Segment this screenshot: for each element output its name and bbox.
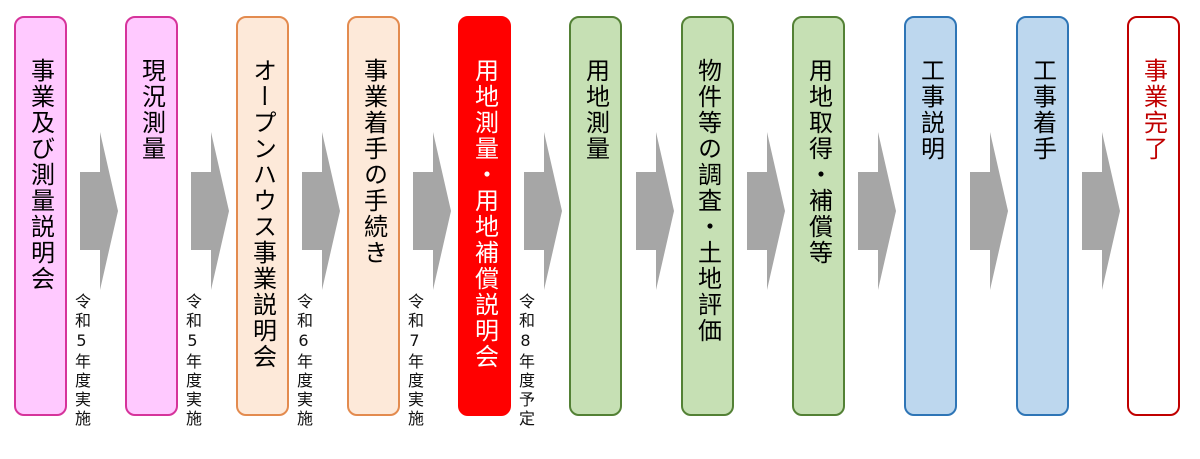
flow-arrow: [970, 132, 1008, 290]
stage-label: 用地測量・用地補償説明会: [470, 58, 499, 370]
stage-land-survey-briefing: 用地測量・用地補償説明会: [458, 16, 511, 416]
flow-arrow: [413, 132, 451, 290]
stage-label: 現況測量: [137, 58, 166, 162]
stage-label: 用地測量: [581, 58, 610, 162]
stage-label: 事業完了: [1139, 58, 1168, 162]
stage-briefing: 事業及び測量説明会: [14, 16, 67, 416]
stage-label: オープンハウス事業説明会: [248, 58, 277, 370]
flow-arrow: [191, 132, 229, 290]
stage-land-survey: 用地測量: [569, 16, 622, 416]
stage-construction-briefing: 工事説明: [904, 16, 957, 416]
stage-procedures: 事業着手の手続き: [347, 16, 400, 416]
year-note: 令和6年度実施: [294, 293, 313, 429]
stage-label: 事業及び測量説明会: [26, 58, 55, 292]
stage-completion: 事業完了: [1127, 16, 1180, 416]
stage-label: 用地取得・補償等: [804, 58, 833, 266]
year-note: 令和7年度実施: [405, 293, 424, 429]
stage-land-acquisition: 用地取得・補償等: [792, 16, 845, 416]
flow-arrow: [636, 132, 674, 290]
flow-arrow: [80, 132, 118, 290]
flow-arrow: [1082, 132, 1120, 290]
year-note: 令和5年度実施: [72, 293, 91, 429]
stage-label: 事業着手の手続き: [359, 58, 388, 266]
stage-construction-start: 工事着手: [1016, 16, 1069, 416]
flow-arrow: [302, 132, 340, 290]
stage-label: 工事着手: [1028, 58, 1057, 162]
flow-arrow: [747, 132, 785, 290]
stage-label: 物件等の調査・土地評価: [693, 58, 722, 344]
flow-arrow: [524, 132, 562, 290]
stage-current-survey: 現況測量: [125, 16, 178, 416]
year-note: 令和8年度予定: [516, 293, 535, 429]
flow-arrow: [858, 132, 896, 290]
stage-open-house: オープンハウス事業説明会: [236, 16, 289, 416]
stage-property-survey: 物件等の調査・土地評価: [681, 16, 734, 416]
stage-label: 工事説明: [916, 58, 945, 162]
year-note: 令和5年度実施: [183, 293, 202, 429]
